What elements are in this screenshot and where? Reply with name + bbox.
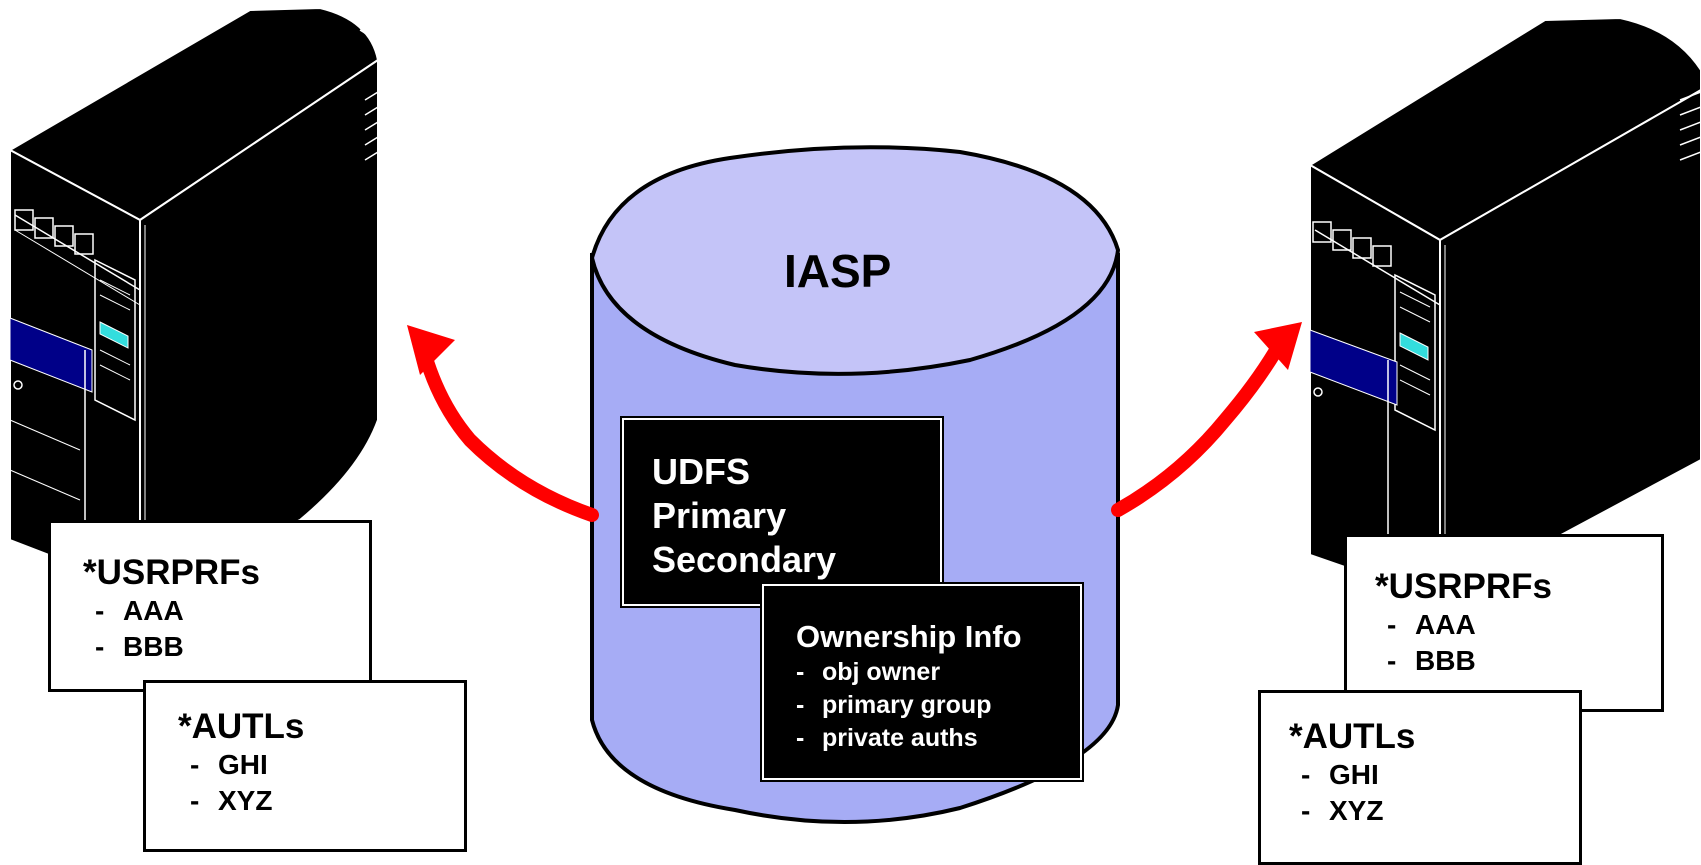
ownership-box: Ownership Info -obj owner -primary group…: [760, 582, 1084, 782]
udfs-line-2: Primary: [652, 495, 787, 536]
left-server: [7, 6, 381, 592]
udfs-line-3: Secondary: [652, 539, 837, 580]
right-autls-item: -XYZ: [1301, 795, 1384, 826]
left-autls-item: -GHI: [190, 749, 268, 780]
right-usrprfs-title: *USRPRFs: [1375, 567, 1552, 606]
left-usrprfs-title: *USRPRFs: [83, 553, 260, 592]
ownership-item: -obj owner: [796, 658, 941, 686]
left-autls-box: *AUTLs -GHI -XYZ: [143, 680, 467, 852]
right-autls-box: *AUTLs -GHI -XYZ: [1258, 690, 1582, 865]
left-autls-item: -XYZ: [190, 785, 273, 816]
right-autls-item: -GHI: [1301, 759, 1379, 790]
left-usrprfs-box: *USRPRFs -AAA -BBB: [48, 520, 372, 692]
udfs-line-1: UDFS: [652, 451, 750, 492]
right-autls-title: *AUTLs: [1289, 717, 1416, 756]
right-server: [1308, 16, 1701, 602]
arrow-to-right-system: [1111, 322, 1302, 517]
right-usrprfs-item: -AAA: [1387, 609, 1476, 640]
right-usrprfs-box: *USRPRFs -AAA -BBB: [1344, 534, 1664, 712]
arrow-to-left-system: [407, 325, 599, 522]
iasp-label: IASP: [784, 245, 892, 297]
left-usrprfs-item: -BBB: [95, 631, 184, 662]
ownership-item: -primary group: [796, 691, 992, 719]
ownership-title: Ownership Info: [796, 619, 1022, 654]
udfs-box: UDFS Primary Secondary: [620, 416, 944, 608]
left-autls-title: *AUTLs: [178, 707, 305, 746]
left-usrprfs-item: -AAA: [95, 595, 184, 626]
ownership-item: -private auths: [796, 724, 978, 752]
right-usrprfs-item: -BBB: [1387, 645, 1476, 676]
